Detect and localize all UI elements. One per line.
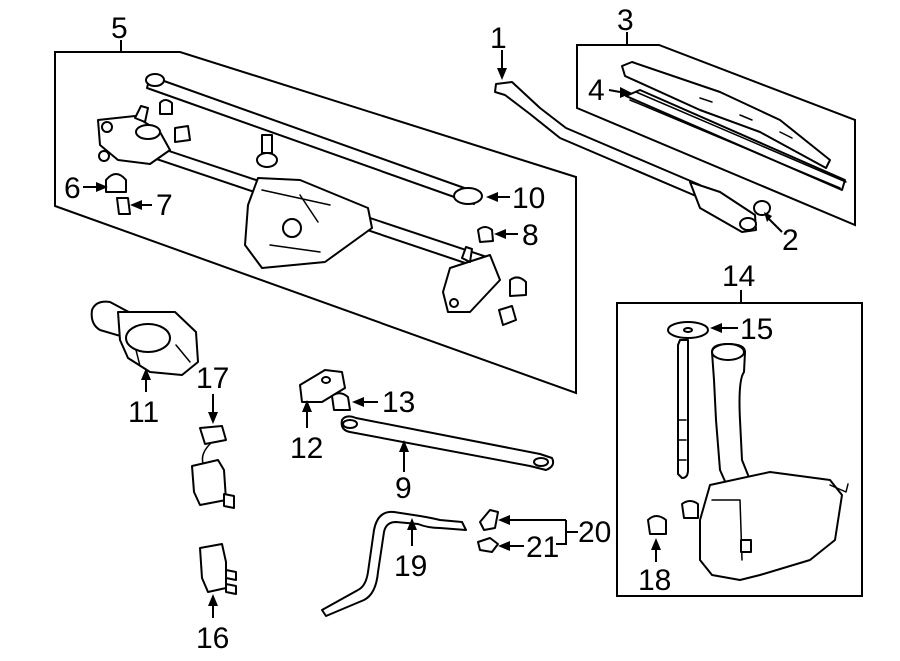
- callout-13: 13: [382, 386, 415, 419]
- washer-hose: [321, 510, 467, 617]
- part-7-bushing: [116, 197, 131, 215]
- part-6-grommet: [105, 173, 127, 193]
- callout-19: 19: [394, 550, 427, 583]
- callout-8: 8: [522, 219, 539, 252]
- callout-5: 5: [111, 12, 128, 45]
- callout-17: 17: [196, 362, 229, 395]
- callout-16: 16: [196, 622, 229, 655]
- callout-4: 4: [588, 74, 605, 107]
- part-18-grommet: [647, 515, 667, 535]
- callout-15: 15: [740, 313, 773, 346]
- callout-18: 18: [638, 564, 671, 597]
- callout-3: 3: [617, 4, 634, 37]
- part-15-level-sensor: [667, 321, 709, 479]
- callout-14: 14: [722, 260, 755, 293]
- part-9-link-rod: [340, 415, 555, 471]
- callout-6: 6: [64, 172, 81, 205]
- leader-lines: [83, 32, 783, 618]
- callout-10: 10: [512, 182, 545, 215]
- callout-2: 2: [782, 224, 799, 257]
- reservoir-group-box: [616, 302, 863, 597]
- wiper-arm: [494, 81, 757, 233]
- callout-11: 11: [128, 396, 159, 429]
- callout-20: 20: [578, 516, 611, 549]
- reservoir-grommet: [681, 500, 699, 519]
- wiper-motor: [90, 300, 199, 376]
- part-12-pivot-hole: [321, 376, 331, 384]
- washer-reservoir: [699, 343, 849, 581]
- callout-12: 12: [290, 432, 323, 465]
- washer-pump: [191, 425, 235, 509]
- wiper-linkage-assembly: [97, 73, 527, 326]
- part-21-nozzle: [477, 537, 499, 553]
- callout-7: 7: [156, 189, 173, 222]
- part-20-clip: [479, 509, 499, 531]
- part-13-bushing: [331, 392, 351, 411]
- callout-1: 1: [490, 22, 507, 55]
- part-2-washer: [753, 200, 771, 216]
- callout-21: 21: [526, 531, 559, 564]
- blade-group-box: [576, 44, 856, 227]
- wiper-blade: [621, 61, 847, 191]
- washer-pump-alt: [199, 543, 237, 595]
- callout-9: 9: [395, 472, 412, 505]
- linkage-group-box: [54, 51, 577, 395]
- part-8-nut: [477, 226, 494, 243]
